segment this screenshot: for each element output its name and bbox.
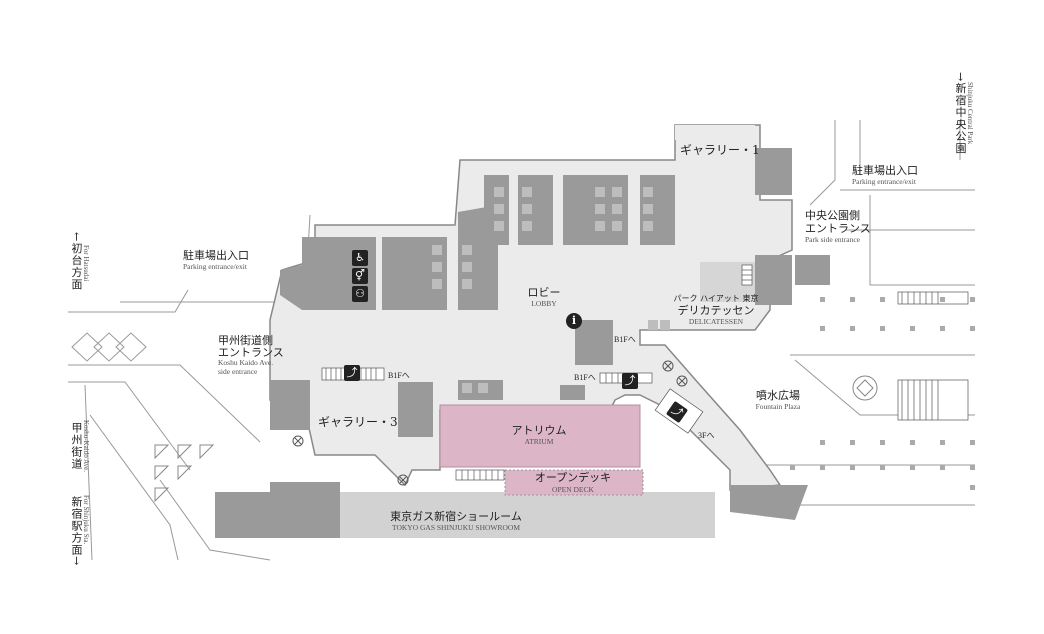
koshu-entrance-en-2: side entrance — [218, 367, 258, 376]
central-park-label: →新宿中央公園 — [954, 72, 967, 155]
parking-right-en: Parking entrance/exit — [852, 177, 916, 186]
parking-triangles — [154, 444, 215, 503]
elevator-icon: ⤴ — [622, 373, 638, 389]
koshu-kaido-label: 甲州街道 — [70, 422, 83, 470]
to-3f-label: 3Fへ — [698, 431, 715, 440]
koshu-entrance-label-2: エントランス — [218, 346, 284, 359]
shinjuku-station-en: For Shinjuku Sta. — [82, 495, 90, 545]
dotted-markers — [790, 297, 975, 490]
gallery-3-label: ギャラリー・3 — [318, 415, 398, 429]
hatsudai-direction-label: ←初台方面 — [70, 232, 83, 291]
fountain-label: 噴水広場 — [756, 389, 800, 402]
parking-left-label: 駐車場出入口 — [183, 249, 249, 262]
gallery-1-label: ギャラリー・1 — [680, 143, 760, 157]
window-grid — [432, 187, 670, 393]
park-side-entrance-en: Park side entrance — [805, 235, 860, 244]
atrium-en-label: ATRIUM — [524, 437, 554, 446]
deli-en-label: DELICATESSEN — [688, 317, 744, 326]
restroom-icon: ⚥ — [352, 268, 368, 284]
koshu-kaido-en: Koshu-Kaido Ave. — [82, 420, 90, 472]
showroom-en-label: TOKYO GAS SHINJUKU SHOWROOM — [392, 523, 520, 532]
to-b1f-label-3: B1Fへ — [574, 373, 596, 382]
lobby-en-label: LOBBY — [531, 299, 557, 308]
deli-brand-label: パーク ハイアット 東京 — [673, 294, 759, 303]
shinjuku-station-label: 新宿駅方面→ — [70, 496, 83, 567]
atrium-label: アトリウム — [511, 424, 567, 437]
to-b1f-label-1: B1Fへ — [388, 371, 410, 380]
koshu-entrance-en: Koshu Kaido Ave. — [218, 358, 274, 367]
crosswalk-diamonds — [71, 332, 147, 362]
to-b1f-label-2: B1Fへ — [614, 335, 636, 344]
koshu-entrance-label: 甲州街道側 — [218, 334, 273, 347]
park-side-entrance-label-2: エントランス — [805, 222, 871, 235]
fountain-marker — [852, 375, 878, 401]
open-deck-area — [504, 469, 644, 496]
parking-right-label: 駐車場出入口 — [852, 164, 918, 177]
wheelchair-icon: ♿ — [352, 250, 368, 266]
central-park-en: Shinjuku Central Park — [966, 82, 974, 145]
escalator-icon: ⤴ — [344, 365, 360, 381]
info-icon[interactable]: i — [566, 313, 582, 329]
open-deck-label: オープンデッキ — [534, 471, 612, 484]
baby-care-icon: ⚇ — [352, 286, 368, 302]
showroom-label: 東京ガス新宿ショールーム — [390, 510, 522, 523]
lobby-label: ロビー — [527, 286, 561, 299]
deli-label: デリカテッセン — [677, 304, 755, 317]
park-side-entrance-label: 中央公園側 — [805, 209, 860, 222]
open-deck-en-label: OPEN DECK — [552, 485, 594, 494]
hatsudai-direction-en: For Hatsudai — [82, 245, 90, 282]
fountain-en-label: Fountain Plaza — [755, 402, 801, 411]
atrium-area — [439, 404, 641, 468]
parking-left-en: Parking entrance/exit — [183, 262, 247, 271]
no-entry-marks — [292, 360, 688, 486]
